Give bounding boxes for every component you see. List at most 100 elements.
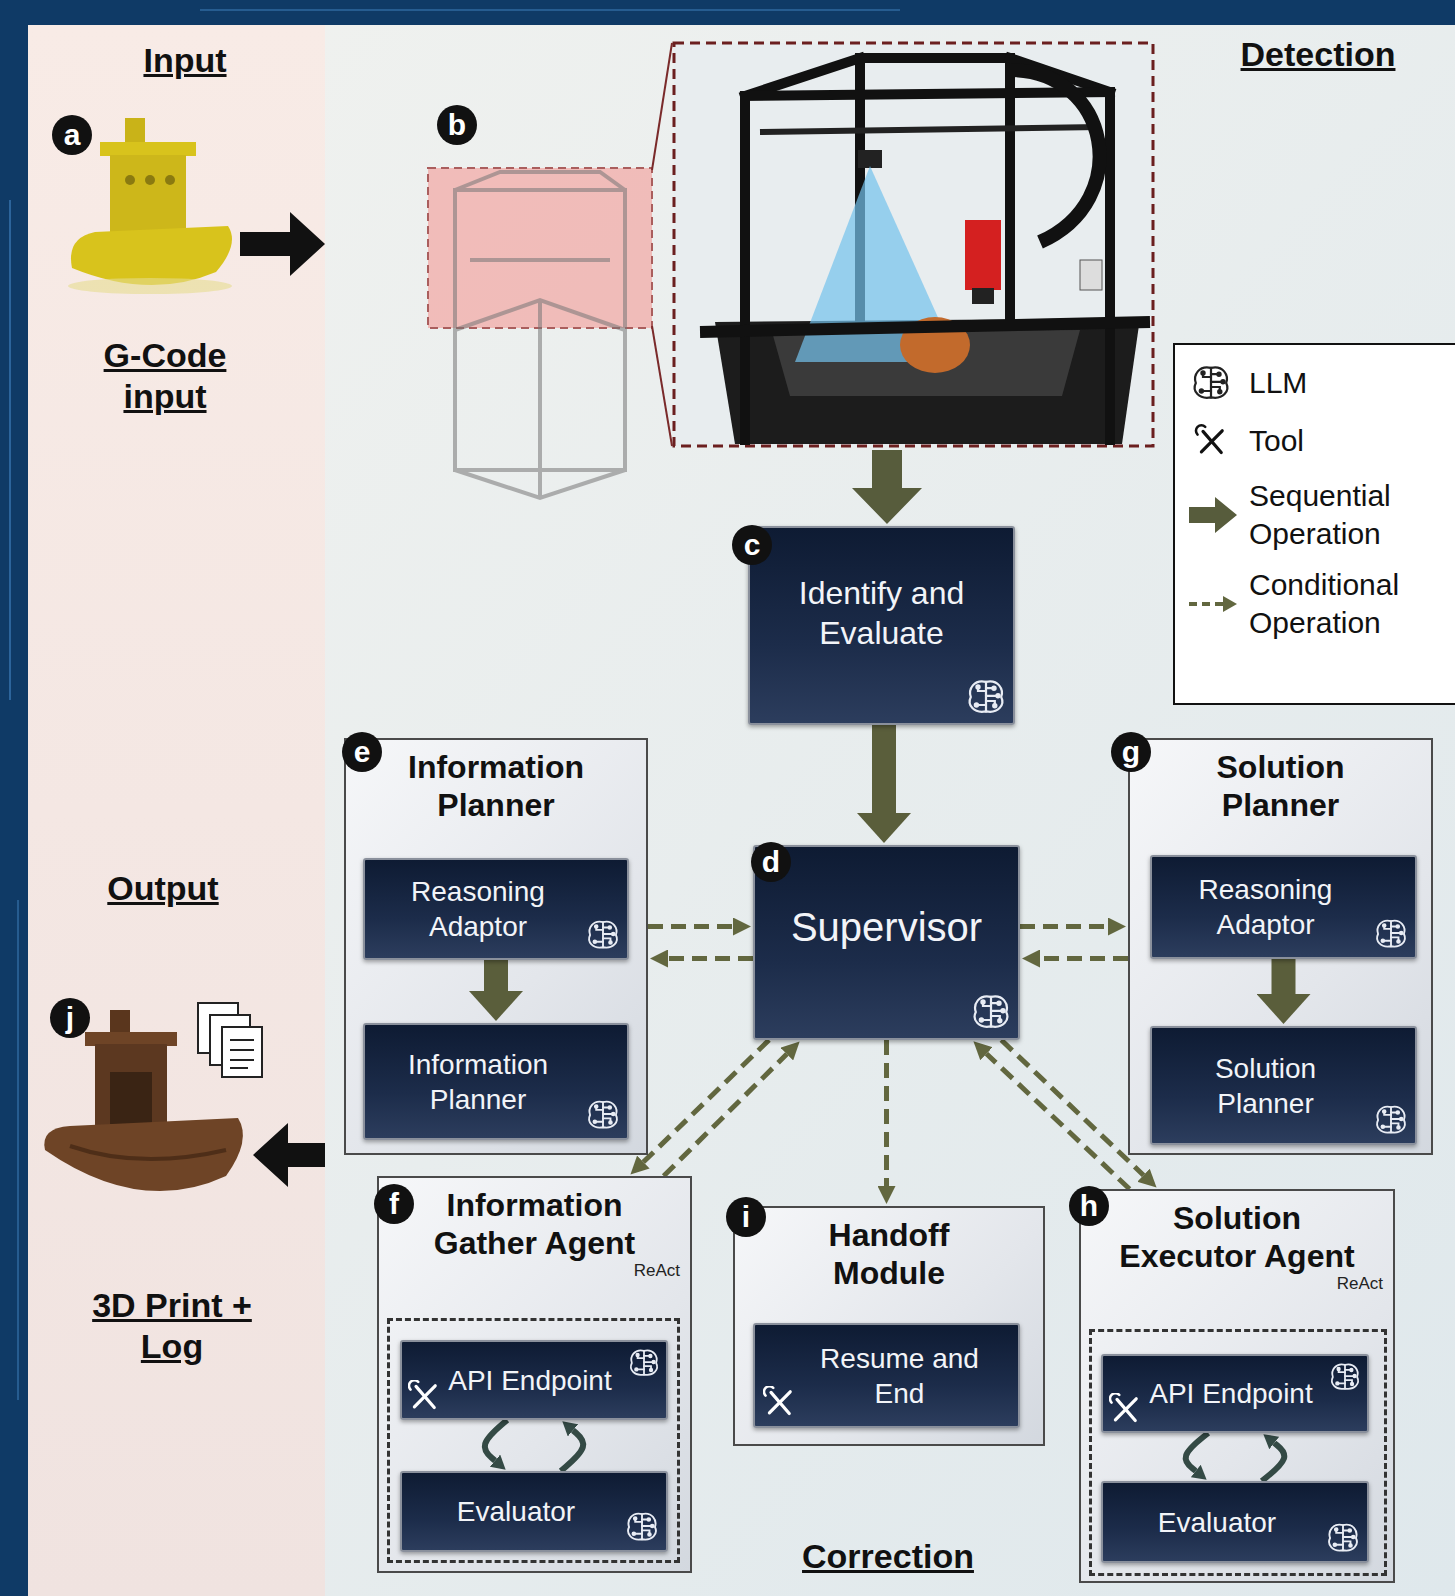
process-box: API Endpoint bbox=[400, 1340, 668, 1420]
log-icon bbox=[198, 1003, 262, 1077]
box-label: Supervisor bbox=[791, 902, 982, 952]
conditional-arrow bbox=[1001, 1040, 1143, 1175]
detection-arrow bbox=[852, 450, 922, 524]
printer-thumbnail bbox=[428, 168, 652, 498]
llm-icon bbox=[1329, 1361, 1361, 1393]
section-heading: G-Code input bbox=[75, 335, 255, 417]
section-heading: 3D Print + Log bbox=[67, 1285, 277, 1367]
loop-arrow bbox=[1262, 1443, 1285, 1481]
group-title: Solution Planner bbox=[1166, 748, 1396, 825]
box-label: Evaluator bbox=[1158, 1505, 1276, 1540]
llm-icon bbox=[1374, 1103, 1408, 1137]
callout-letter: b bbox=[437, 105, 477, 145]
section-heading: Detection bbox=[1198, 34, 1438, 75]
process-box: Information Planner bbox=[363, 1023, 629, 1140]
tool-icon bbox=[408, 1380, 440, 1412]
process-box: Solution Planner bbox=[1150, 1026, 1417, 1145]
legend-text: Tool bbox=[1249, 422, 1304, 460]
llm-icon bbox=[1326, 1521, 1360, 1555]
callout-letter: c bbox=[732, 525, 772, 565]
loop-arrow bbox=[485, 1420, 507, 1461]
conditional-arrow bbox=[884, 1040, 889, 1186]
callout-letter: j bbox=[50, 998, 90, 1038]
output-arrow bbox=[253, 1123, 325, 1187]
legend-text: LLM bbox=[1249, 364, 1307, 402]
section-heading: Output bbox=[63, 868, 263, 909]
box-label: Resume and End bbox=[801, 1341, 998, 1411]
llm-icon bbox=[625, 1510, 659, 1544]
legend-symbol bbox=[1185, 419, 1241, 463]
callout-letter: e bbox=[342, 732, 382, 772]
legend-box: LLM ToolSequential OperationConditional O… bbox=[1173, 343, 1455, 705]
group-box: Solution Executor AgentReActAPI Endpoint… bbox=[1079, 1189, 1395, 1583]
legend-row: Conditional Operation bbox=[1185, 566, 1445, 641]
group-box: Handoff ModuleResume and End bbox=[733, 1206, 1045, 1446]
process-box: Identify and Evaluate bbox=[748, 526, 1015, 725]
llm-icon bbox=[586, 1098, 620, 1132]
llm-icon bbox=[586, 918, 620, 952]
loop-arrow bbox=[1186, 1433, 1209, 1471]
llm-icon bbox=[1374, 917, 1408, 951]
callout-letter: h bbox=[1069, 1186, 1109, 1226]
legend-row: Tool bbox=[1185, 419, 1445, 463]
box-label: Evaluator bbox=[457, 1494, 575, 1529]
callout-letter: g bbox=[1111, 732, 1151, 772]
llm-icon bbox=[628, 1347, 660, 1379]
group-box: Solution PlannerReasoning AdaptorSolutio… bbox=[1128, 738, 1433, 1155]
box-label: Information Planner bbox=[383, 1047, 573, 1117]
conditional-arrow bbox=[1020, 924, 1108, 929]
input-boat bbox=[68, 118, 232, 294]
input-arrow bbox=[240, 212, 325, 276]
legend-symbol bbox=[1185, 493, 1241, 537]
legend-row: Sequential Operation bbox=[1185, 477, 1445, 552]
box-label: Identify and Evaluate bbox=[770, 573, 993, 653]
box-label: Solution Planner bbox=[1170, 1051, 1361, 1121]
section-heading: Input bbox=[75, 40, 295, 81]
group-title: Information Planner bbox=[381, 748, 611, 825]
loop-arrow bbox=[561, 1430, 583, 1471]
process-box: Reasoning Adaptor bbox=[1150, 855, 1417, 959]
callout-letter: i bbox=[726, 1197, 766, 1237]
llm-icon bbox=[971, 992, 1011, 1032]
box-label: API Endpoint bbox=[1149, 1376, 1312, 1411]
legend-text: Sequential Operation bbox=[1249, 477, 1445, 552]
sequential-arrow bbox=[484, 960, 508, 991]
process-box: Resume and End bbox=[753, 1323, 1020, 1428]
sequential-arrow bbox=[1272, 959, 1296, 994]
sequential-arrow bbox=[872, 725, 896, 813]
process-box: API Endpoint bbox=[1101, 1354, 1369, 1433]
group-title: Information Gather Agent bbox=[395, 1186, 675, 1263]
conditional-arrow bbox=[648, 924, 733, 929]
conditional-arrow bbox=[664, 1054, 787, 1176]
section-heading: Correction bbox=[768, 1536, 1008, 1577]
conditional-arrow bbox=[643, 1040, 769, 1162]
conditional-arrow bbox=[1040, 956, 1128, 961]
group-title: Solution Executor Agent bbox=[1107, 1199, 1367, 1276]
box-label: Reasoning Adaptor bbox=[1170, 872, 1361, 942]
box-label: Reasoning Adaptor bbox=[383, 874, 573, 944]
box-label: API Endpoint bbox=[448, 1363, 611, 1398]
group-box: Information Gather AgentReActAPI Endpoin… bbox=[377, 1176, 692, 1573]
process-box: Evaluator bbox=[400, 1471, 668, 1552]
legend-text: Conditional Operation bbox=[1249, 566, 1445, 641]
group-title: Handoff Module bbox=[789, 1216, 989, 1293]
callout-letter: f bbox=[374, 1184, 414, 1224]
tool-icon bbox=[763, 1386, 795, 1418]
agent-tag: ReAct bbox=[379, 1261, 690, 1281]
legend-row: LLM bbox=[1185, 361, 1445, 405]
conditional-arrow bbox=[986, 1054, 1129, 1189]
legend-symbol bbox=[1185, 582, 1241, 626]
agent-tag: ReAct bbox=[1081, 1274, 1393, 1294]
tool-icon bbox=[1109, 1393, 1141, 1425]
process-box: Evaluator bbox=[1101, 1481, 1369, 1563]
group-box: Information PlannerReasoning AdaptorInfo… bbox=[344, 738, 648, 1155]
callout-letter: a bbox=[52, 115, 92, 155]
llm-icon bbox=[966, 677, 1006, 717]
printer-photo bbox=[674, 43, 1153, 446]
process-box: Reasoning Adaptor bbox=[363, 858, 629, 960]
process-box: Supervisor bbox=[753, 845, 1020, 1040]
legend-symbol bbox=[1185, 361, 1241, 405]
conditional-arrow bbox=[668, 956, 753, 961]
callout-letter: d bbox=[751, 842, 791, 882]
